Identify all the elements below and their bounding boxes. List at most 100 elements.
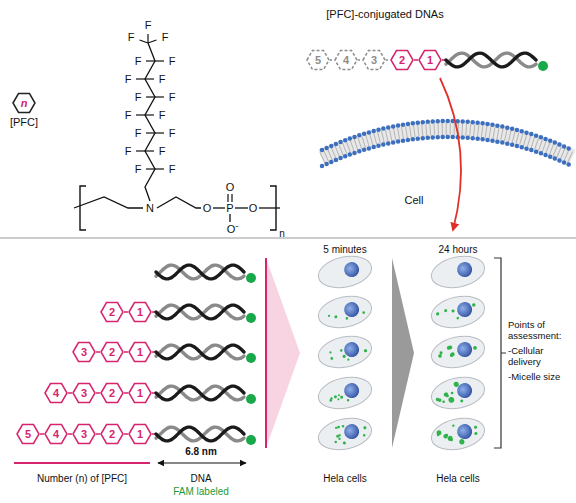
green-dot xyxy=(436,312,440,316)
fluorine-atom: F xyxy=(128,31,135,43)
hexagon-number: 4 xyxy=(53,429,59,440)
hexagon-number: 1 xyxy=(427,55,433,66)
hela-cell xyxy=(428,414,487,455)
bond-line xyxy=(213,207,225,208)
fluorine-atom: F xyxy=(169,163,176,175)
hexagon-number: 1 xyxy=(137,429,143,440)
pfc-hexagon: 3 xyxy=(72,423,96,445)
hexagon-link xyxy=(96,351,100,353)
time-label: 5 minutes xyxy=(323,244,366,255)
dna-strand xyxy=(156,386,244,400)
green-dot xyxy=(436,430,442,436)
green-dot xyxy=(442,400,445,403)
cell-body xyxy=(315,292,374,333)
hexagon-link xyxy=(358,59,362,61)
pfc-hexagon: 4 xyxy=(44,423,68,445)
green-dot xyxy=(343,441,347,445)
nucleus xyxy=(456,341,474,359)
nucleus xyxy=(343,341,361,359)
count-line xyxy=(14,462,150,464)
pfc-hexagon: 1 xyxy=(128,423,152,445)
dna-strand xyxy=(156,427,244,441)
dna-strand xyxy=(446,53,536,67)
green-dot xyxy=(338,434,341,437)
hexagon-number: 4 xyxy=(343,55,349,66)
assessment-bracket xyxy=(494,258,506,448)
cf-bond xyxy=(145,78,154,79)
double-bond xyxy=(227,194,228,202)
cell-body xyxy=(428,252,487,293)
cf-bond xyxy=(155,168,164,169)
pfc-hexagon: 3 xyxy=(72,341,96,363)
green-dot xyxy=(451,309,455,313)
hexagon-link xyxy=(96,433,100,435)
bond-line xyxy=(235,207,248,208)
cf-bond xyxy=(155,60,164,61)
hexagon-link xyxy=(386,59,390,61)
green-dot xyxy=(342,354,346,358)
green-dot xyxy=(330,357,333,360)
fluorine-atom: F xyxy=(159,109,166,121)
pfc-hexagon: 2 xyxy=(100,341,124,363)
separator-line xyxy=(0,238,576,239)
green-dot xyxy=(334,395,337,398)
hexagon-link xyxy=(330,59,334,61)
hexagon-number: n xyxy=(21,98,28,109)
green-dot xyxy=(337,398,339,400)
cf-bond xyxy=(148,40,156,43)
pfc-hexagon: 5 xyxy=(16,423,40,445)
fam-dye xyxy=(246,353,256,363)
dna-strand xyxy=(156,386,244,400)
fluorine-atom: F xyxy=(159,73,166,85)
pfc-hexagon: 4 xyxy=(334,49,358,71)
fluorine-atom: F xyxy=(159,145,166,157)
pfc-hexagon: 2 xyxy=(100,301,124,323)
green-dot xyxy=(460,399,463,402)
cell-line-label: Hela cells xyxy=(436,473,479,484)
green-dot xyxy=(334,441,337,444)
cell-line-label: Hela cells xyxy=(323,473,366,484)
cf-bond xyxy=(136,114,145,115)
green-dot xyxy=(444,309,448,313)
green-dot xyxy=(347,358,350,361)
repeat-bracket xyxy=(80,186,86,230)
time-arrow xyxy=(392,258,414,448)
fam-dye xyxy=(246,435,256,445)
fluorine-atom: F xyxy=(125,109,132,121)
pfc-hexagon: 1 xyxy=(418,49,442,71)
hexagon-number: 1 xyxy=(137,388,143,399)
nucleus xyxy=(343,261,361,279)
axis-note: DNA xyxy=(190,473,211,484)
fluorine-atom: F xyxy=(145,19,152,31)
fam-dye xyxy=(246,273,256,283)
green-dot xyxy=(334,396,337,399)
cf-bond xyxy=(147,34,148,43)
green-dot xyxy=(447,435,453,441)
fluorine-atom: F xyxy=(169,55,176,67)
cell-body xyxy=(428,414,487,455)
green-dot xyxy=(460,439,465,444)
green-dot xyxy=(338,394,340,396)
hexagon-number: 2 xyxy=(109,307,115,318)
assessment-list: Points of assessment:-Cellular delivery-… xyxy=(508,320,574,387)
pfc-hexagon: 1 xyxy=(128,382,152,404)
dna-strand xyxy=(156,345,244,359)
dna-strand xyxy=(156,345,244,359)
bond-line xyxy=(229,214,230,222)
fluorine-atom: F xyxy=(125,73,132,85)
hexagon-number: 1 xyxy=(137,347,143,358)
green-dot xyxy=(334,315,337,318)
hela-cell xyxy=(428,292,487,333)
hexagon-link xyxy=(124,392,128,394)
green-dot xyxy=(445,433,449,437)
dimension-label: 6.8 nm xyxy=(185,446,217,457)
dna-strand xyxy=(156,305,244,319)
fluorine-atom: F xyxy=(162,31,169,43)
dna-strand xyxy=(156,265,244,279)
assessment-item: -Cellular delivery xyxy=(508,346,574,368)
pfc-hexagon: 1 xyxy=(128,341,152,363)
pfc-hexagon: 2 xyxy=(100,382,124,404)
pfc-hexagon: 3 xyxy=(72,382,96,404)
assessment-item: -Micelle size xyxy=(508,372,574,383)
nucleus xyxy=(456,423,474,441)
